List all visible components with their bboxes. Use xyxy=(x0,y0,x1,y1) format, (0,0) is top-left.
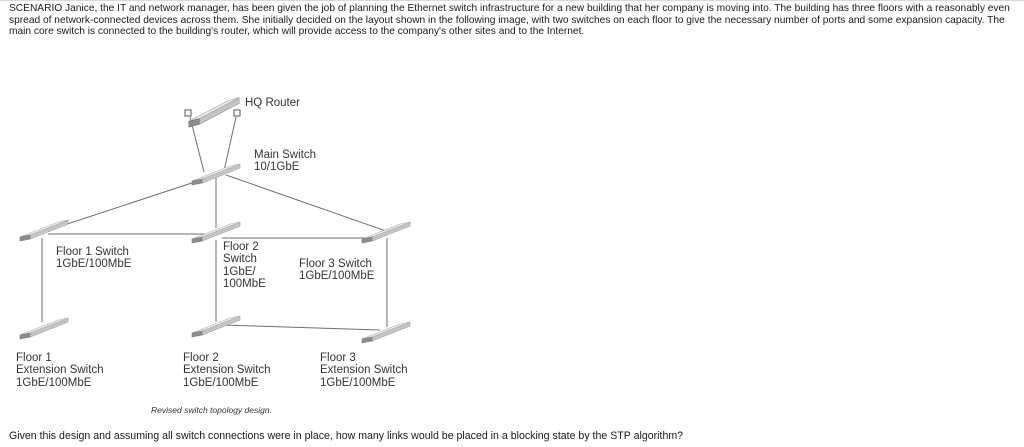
label-floor2-switch: Floor 2 Switch 1GbE/ 100MbE xyxy=(223,241,266,290)
label-floor3-switch: Floor 3 Switch 1GbE/100MbE xyxy=(299,258,375,283)
link-ext2-ext3 xyxy=(221,324,381,331)
link-main-floor1 xyxy=(42,176,211,233)
label-floor3-ext: Floor 3 Extension Switch 1GbE/100MbE xyxy=(320,352,408,389)
question-text: Given this design and assuming all switc… xyxy=(9,430,684,442)
label-floor2-ext: Floor 2 Extension Switch 1GbE/100MbE xyxy=(183,352,271,389)
link-main-floor3 xyxy=(225,174,387,232)
top-rule xyxy=(0,0,1024,1)
link-router-main-right xyxy=(223,116,237,172)
figure-caption: Revised switch topology design. xyxy=(151,405,272,415)
label-floor1-ext: Floor 1 Extension Switch 1GbE/100MbE xyxy=(16,352,104,389)
port-right xyxy=(233,109,241,117)
port-left xyxy=(184,109,192,117)
label-hq-router: HQ Router xyxy=(245,97,300,109)
device-floor1-switch xyxy=(19,219,69,242)
device-floor3-ext xyxy=(361,321,411,344)
label-main-switch: Main Switch 10/1GbE xyxy=(254,149,316,174)
label-floor1-switch: Floor 1 Switch 1GbE/100MbE xyxy=(56,246,132,271)
scenario-text: SCENARIO Janice, the IT and network mana… xyxy=(9,3,1010,38)
device-hq-router xyxy=(188,96,240,128)
device-floor1-ext xyxy=(19,317,69,340)
links xyxy=(41,109,388,331)
